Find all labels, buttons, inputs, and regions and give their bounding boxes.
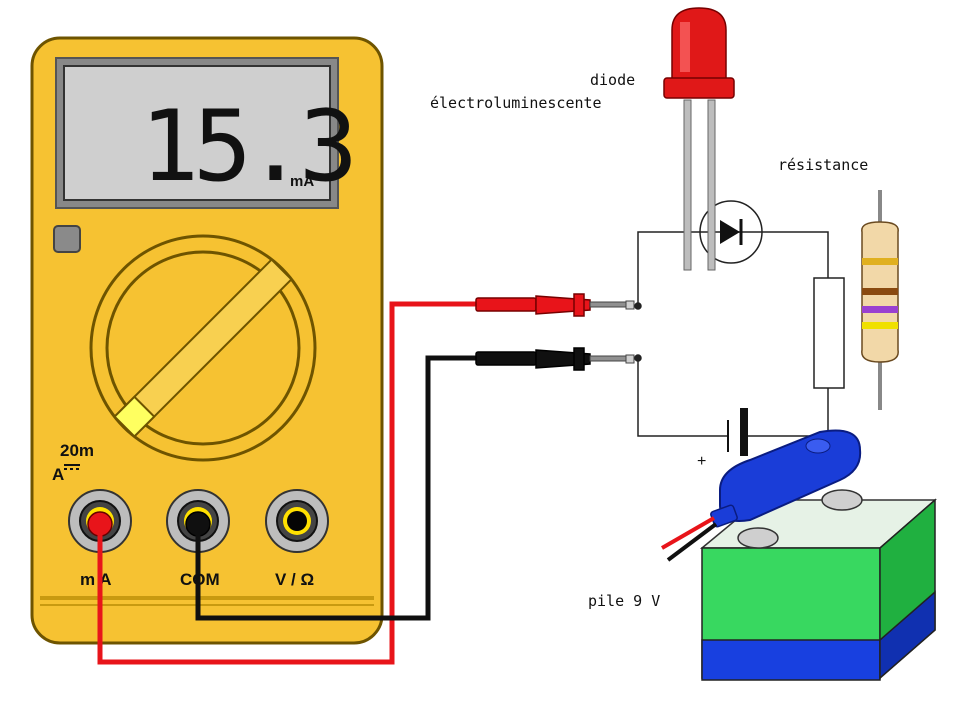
clip-wire-red [661, 516, 715, 550]
led-rim [663, 77, 735, 99]
black-probe [475, 347, 635, 371]
multimeter-bottom-stripe-2 [40, 604, 374, 606]
selector-knob[interactable] [113, 258, 293, 438]
jack-ma[interactable] [68, 489, 132, 553]
lcd-unit: mA [290, 173, 314, 190]
jack-v-ohm[interactable] [265, 489, 329, 553]
led [663, 7, 735, 271]
led-label-line2: électroluminescente [430, 94, 602, 112]
red-lead-wire [97, 301, 478, 665]
plus-sign: + [697, 453, 706, 470]
red-probe [475, 293, 635, 317]
led-leg-short [707, 99, 716, 271]
range-label: 20m [60, 441, 94, 460]
schematic-wire-top-left [637, 231, 700, 306]
led-leg-long [683, 99, 692, 271]
resistor-component [861, 190, 899, 410]
jack-label-v-ohm: V / Ω [275, 570, 314, 589]
resistor-label: résistance [778, 156, 868, 174]
jack-com[interactable] [166, 489, 230, 553]
lcd-reading: 15.3 [140, 90, 352, 204]
battery-label: pile 9 V [588, 592, 660, 610]
resistor-symbol [813, 277, 845, 389]
lcd-screen [63, 65, 331, 201]
battery-front-blue [701, 639, 881, 681]
schematic-wire-bottom-left [637, 358, 728, 437]
selector-pointer [113, 395, 156, 438]
multimeter-bottom-stripe [40, 596, 374, 600]
circuit-schematic [634, 231, 845, 437]
battery-9v [661, 429, 937, 681]
clip-wire-black [666, 522, 718, 562]
multimeter: 15.3 mA 20m A [30, 36, 384, 645]
battery-symbol: + [697, 408, 748, 470]
led-label-line1: diode [590, 71, 635, 89]
black-lead-wire [195, 355, 478, 621]
jack-label-ma: m A [80, 570, 112, 589]
schematic-wire-top-right [762, 231, 829, 278]
mode-symbol: A [52, 465, 64, 484]
power-button[interactable] [53, 225, 81, 253]
